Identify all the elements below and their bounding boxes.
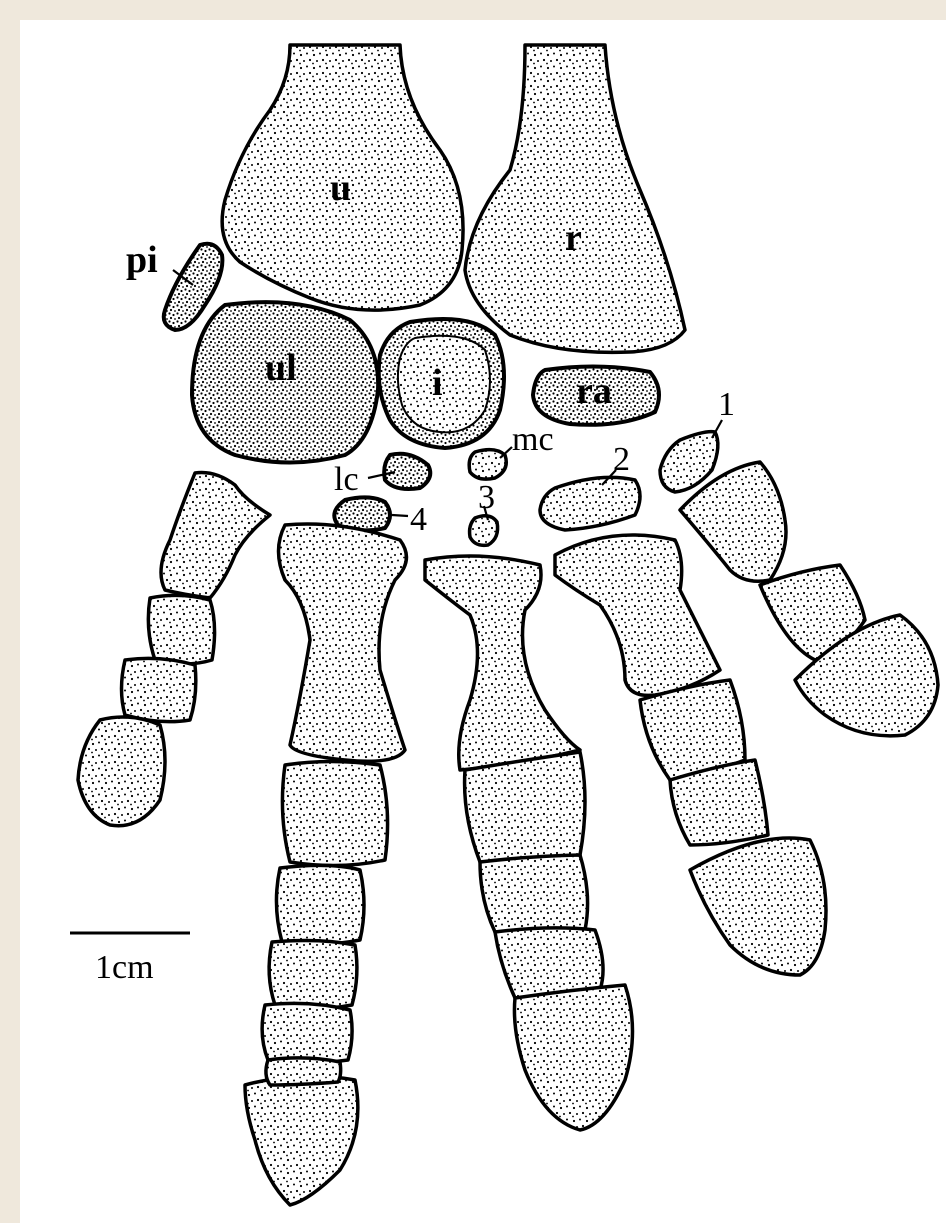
lateral-centrale-lc-bone [384,454,430,489]
label-4: 4 [410,501,427,538]
intermedium-inner-region [398,336,490,433]
label-1: 1 [718,386,735,423]
scale-bar-label: 1cm [95,949,154,986]
digit-iv [245,524,406,1205]
label-3: 3 [478,479,495,516]
digit-iii [425,556,633,1130]
digit-v [78,473,270,826]
label-lc: lc [334,461,359,498]
label-pi: pi [126,239,158,281]
distal-carpal-2 [540,477,640,530]
label-ra: ra [576,370,612,412]
label-i: i [432,362,443,404]
label-r: r [565,217,582,259]
label-ul: ul [265,347,297,389]
radius-bone [465,45,685,352]
label-mc: mc [512,421,554,458]
distal-carpal-3 [470,516,498,546]
label-2: 2 [613,441,630,478]
n4-leader-line [392,515,408,516]
label-u: u [330,167,351,209]
centrale-mc-bone [469,450,506,480]
